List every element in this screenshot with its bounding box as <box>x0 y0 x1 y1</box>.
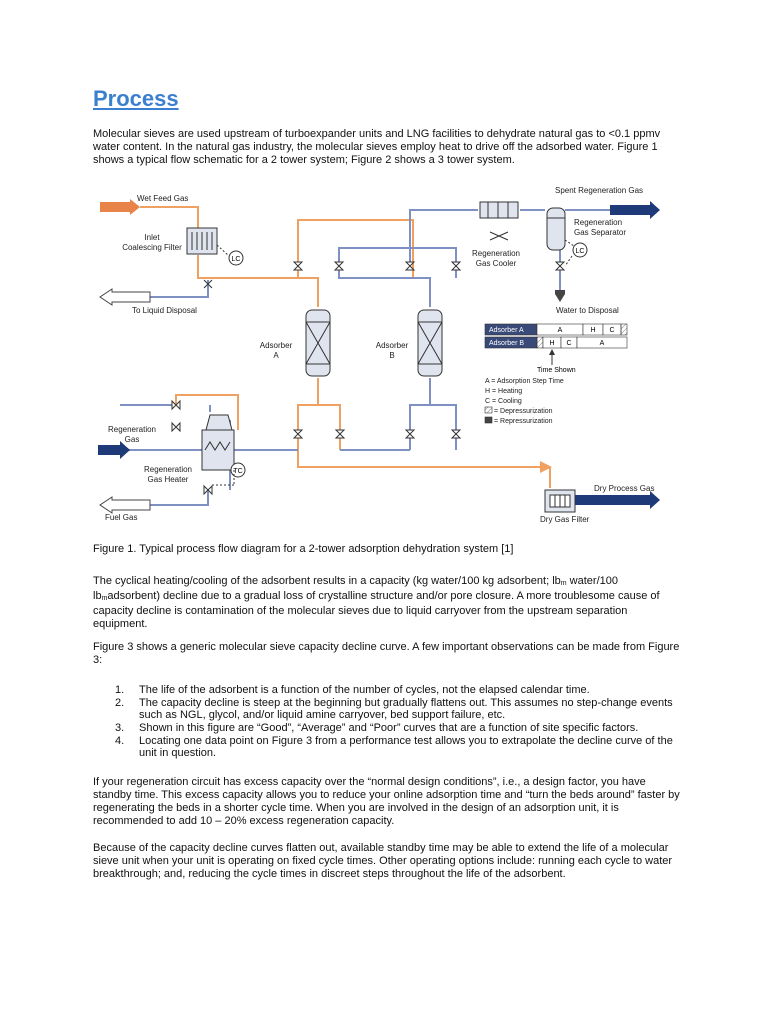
regen-separator-icon <box>546 207 588 267</box>
label-water-disposal: Water to Disposal <box>556 306 619 315</box>
process-flow-diagram: LC <box>98 186 660 524</box>
label-regen-sep-1: Regeneration <box>574 218 622 227</box>
label-dry-gas-filter: Dry Gas Filter <box>540 515 590 524</box>
label-fuel-gas: Fuel Gas <box>105 513 137 522</box>
key-repressurization: = Repressurization <box>494 418 553 425</box>
key-heating: H = Heating <box>485 388 522 395</box>
schedule-a-cell-2: H <box>590 327 595 334</box>
regen-lines <box>98 209 610 506</box>
page-title: Process <box>93 86 179 111</box>
inlet-filter-icon <box>186 227 244 289</box>
liquid-disposal-arrow-icon <box>99 288 151 306</box>
valves <box>171 261 566 496</box>
decline-paragraph: Because of the capacity decline curves f… <box>93 842 673 880</box>
figure-caption: Figure 1. Typical process flow diagram f… <box>93 543 514 555</box>
schedule-b-cell-1: H <box>549 340 554 347</box>
lc-label-1: LC <box>232 256 241 263</box>
dry-gas-filter-icon <box>544 489 576 513</box>
adsorber-a-icon <box>305 309 331 377</box>
label-regen-cooler-1: Regeneration <box>472 249 520 258</box>
label-regen-cooler-2: Gas Cooler <box>476 259 517 268</box>
label-dry-process-gas: Dry Process Gas <box>594 484 654 493</box>
schedule-b-cell-2: C <box>566 340 571 347</box>
intro-paragraph: Molecular sieves are used upstream of tu… <box>93 128 661 166</box>
key-cooling: C = Cooling <box>485 398 522 405</box>
list-item: 3.Shown in this figure are “Good”, “Aver… <box>115 722 639 734</box>
label-liquid-disposal: To Liquid Disposal <box>132 306 197 315</box>
label-spent-regen-gas: Spent Regeneration Gas <box>555 186 643 195</box>
regen-heater-icon <box>201 414 246 486</box>
diagram-key: A = Adsorption Step Time H = Heating C =… <box>484 378 564 425</box>
tc-label: TC <box>233 468 242 475</box>
label-regen-heater-2: Gas Heater <box>148 475 189 484</box>
regen-cooler-icon <box>479 201 519 241</box>
label-regen-heater-1: Regeneration <box>144 465 192 474</box>
label-regen-gas-2: Gas <box>125 435 140 444</box>
label-adsorber-a-2: A <box>273 351 279 360</box>
dry-gas-arrow-icon <box>575 491 660 509</box>
spent-regen-arrow-icon <box>610 201 660 219</box>
label-wet-feed-gas: Wet Feed Gas <box>137 194 188 203</box>
label-regen-sep-2: Gas Separator <box>574 228 626 237</box>
key-adsorption: A = Adsorption Step Time <box>485 378 564 385</box>
adsorber-b-icon <box>417 309 443 377</box>
list-item: 2.The capacity decline is steep at the b… <box>115 697 673 721</box>
label-adsorber-b-1: Adsorber <box>376 341 409 350</box>
capacity-paragraph: The cyclical heating/cooling of the adso… <box>93 575 660 630</box>
schedule-row-b: Adsorber B <box>489 340 524 347</box>
schedule-a-cell-3: C <box>609 327 614 334</box>
cycle-schedule: Adsorber A Adsorber B A H C H C A Time S… <box>484 323 628 374</box>
regen-gas-in-arrow-icon <box>98 441 130 459</box>
schedule-b-cell-3: A <box>600 340 605 347</box>
observations-list: 1.The life of the adsorbent is a functio… <box>93 684 683 760</box>
list-item: 1.The life of the adsorbent is a functio… <box>115 684 590 696</box>
schedule-time-shown: Time Shown <box>537 367 576 374</box>
water-disposal-arrow-icon <box>555 290 565 302</box>
label-inlet-1: Inlet <box>144 233 160 242</box>
list-item: 4.Locating one data point on Figure 3 fr… <box>115 735 673 759</box>
lc-label-2: LC <box>576 248 585 255</box>
wet-feed-arrow-icon <box>100 199 140 215</box>
label-regen-gas-1: Regeneration <box>108 425 156 434</box>
label-adsorber-b-2: B <box>389 351 394 360</box>
depressurization-icon <box>484 406 493 414</box>
key-depressurization: = Depressurization <box>494 408 553 415</box>
label-adsorber-a-1: Adsorber <box>260 341 293 350</box>
schedule-row-a: Adsorber A <box>489 327 524 334</box>
inlet-outlet-arrows <box>98 199 660 514</box>
figure3-paragraph: Figure 3 shows a generic molecular sieve… <box>93 641 680 666</box>
standby-paragraph: If your regeneration circuit has excess … <box>93 776 680 827</box>
schedule-a-cell-1: A <box>558 327 563 334</box>
repressurization-icon <box>484 416 493 424</box>
label-inlet-2: Coalescing Filter <box>122 243 182 252</box>
fuel-gas-arrow-icon <box>99 496 151 514</box>
